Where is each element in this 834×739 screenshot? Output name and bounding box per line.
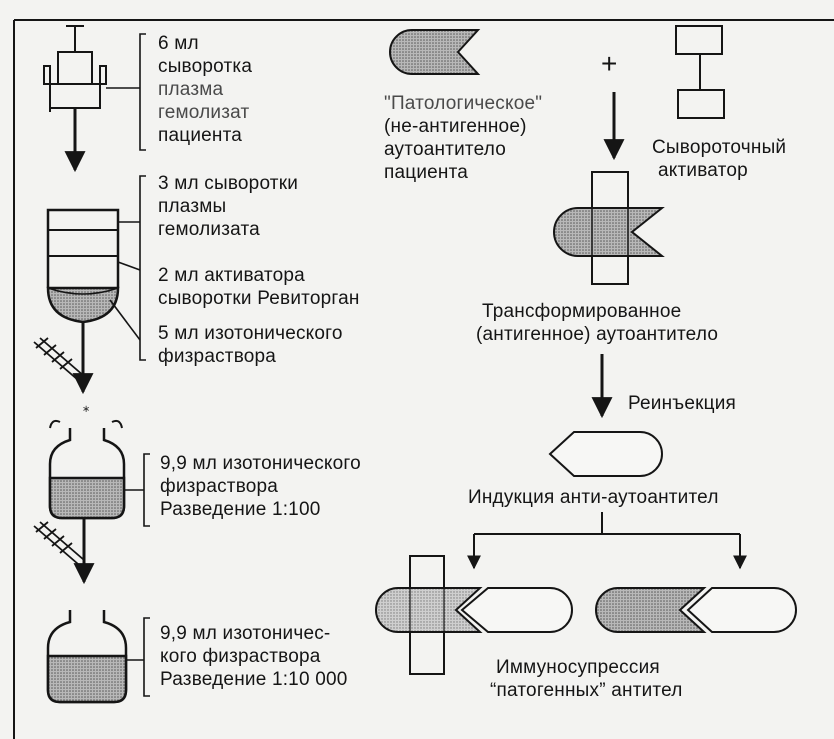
induction-label: Индукция анти-аутоантител xyxy=(468,487,719,508)
branch-arrows xyxy=(467,512,747,570)
step4-label: 9,9 мл изотоничес- кого физраствора Разв… xyxy=(160,623,348,690)
step2b-label: 2 мл активатора сыворотки Ревиторган xyxy=(158,265,360,309)
transformed-autoantibody-label: Трансформированное (антигенное) аутоанти… xyxy=(476,301,719,345)
serum-activator-label: Сывороточный активатор xyxy=(652,137,787,181)
serum-activator-icon xyxy=(675,25,725,119)
dilution-bottle-2-icon xyxy=(46,610,128,704)
reinjection-label: Реинъекция xyxy=(628,393,737,414)
anti-autoantibody-icon xyxy=(548,431,663,477)
injection-needle-2-icon xyxy=(33,521,85,565)
immune-complex-left-icon xyxy=(375,555,573,675)
immune-complex-right-icon xyxy=(595,587,797,633)
step2a-label: 3 мл сыворотки плазмы гемолизата xyxy=(158,173,299,240)
plus-sign: + xyxy=(601,48,618,79)
immunosuppression-label: Иммуносупрессия “патогенных” антител xyxy=(490,657,683,701)
transformed-autoantibody-icon xyxy=(553,171,665,285)
dilution-bottle-1-icon xyxy=(48,419,126,520)
injection-needle-icon xyxy=(33,337,85,381)
frame-border xyxy=(13,19,834,739)
drip-mark: ∗ xyxy=(82,404,90,415)
step2c-label: 5 мл изотонического физраствора xyxy=(158,323,343,367)
step3-label: 9,9 мл изотонического физраствора Развед… xyxy=(160,453,361,520)
pathologic-autoantibody-label: "Патологическое" (не-антигенное) аутоант… xyxy=(384,93,543,183)
mixing-vessel-icon xyxy=(46,208,120,324)
step1-label: 6 мл сыворотка плазма гемолизат пациента xyxy=(158,33,253,146)
pathologic-autoantibody-icon xyxy=(389,29,481,75)
brackets xyxy=(106,33,150,697)
syringe-icon xyxy=(43,25,107,112)
